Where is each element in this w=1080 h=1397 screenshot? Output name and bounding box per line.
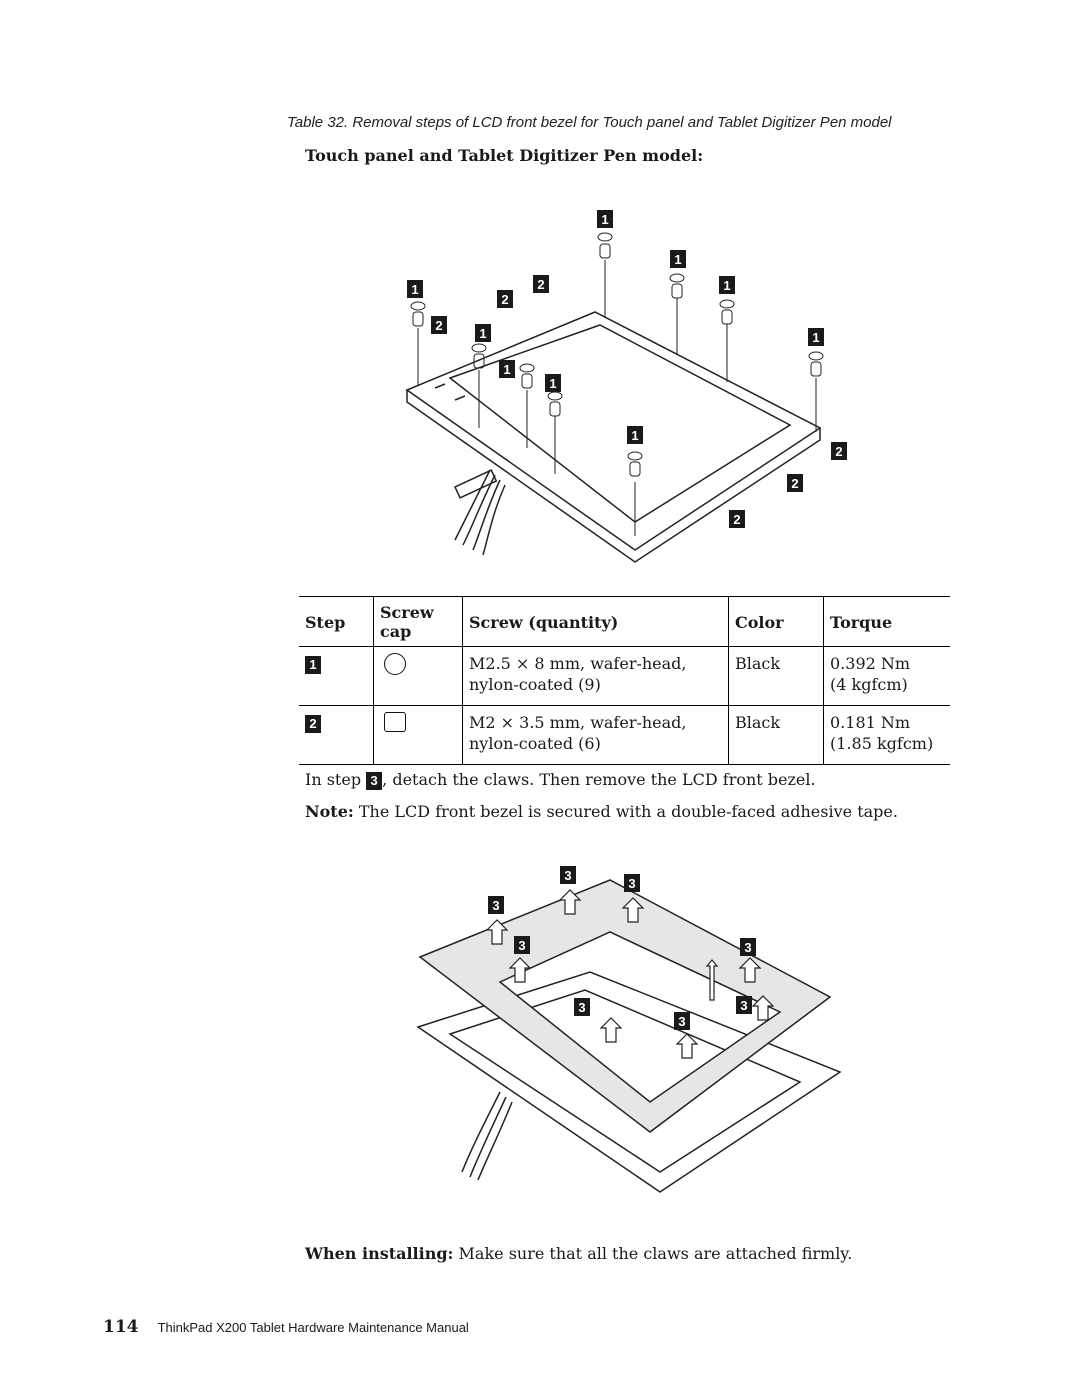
- step-2-callout: 2: [497, 290, 513, 308]
- svg-text:1: 1: [631, 428, 638, 443]
- svg-text:2: 2: [791, 476, 798, 491]
- note-label: Note:: [305, 802, 354, 821]
- lcd-base-outline: [416, 971, 842, 1193]
- svg-text:3: 3: [628, 876, 635, 891]
- svg-text:2: 2: [537, 277, 544, 292]
- page-footer: 114 ThinkPad X200 Tablet Hardware Mainte…: [103, 1317, 469, 1337]
- step-1-callout: 1: [719, 276, 735, 294]
- page-number: 114: [103, 1317, 139, 1337]
- col-screw-cap: Screw cap: [373, 596, 463, 647]
- manual-title: ThinkPad X200 Tablet Hardware Maintenanc…: [157, 1320, 469, 1335]
- square-icon: [384, 712, 406, 732]
- svg-text:1: 1: [812, 330, 819, 345]
- screw-spec: M2.5 × 8 mm, wafer-head,: [469, 654, 687, 673]
- step-2-callout: 2: [831, 442, 847, 460]
- step-2-callout: 2: [729, 510, 745, 528]
- svg-text:1: 1: [723, 278, 730, 293]
- cable: [454, 469, 506, 556]
- step-3-callout: 3: [736, 996, 752, 1014]
- screw-coating: nylon-coated (6): [469, 734, 601, 753]
- screw-spec-table: Step Screw cap Screw (quantity) Color To…: [299, 596, 950, 765]
- step-1-callout: 1: [627, 426, 643, 444]
- table-caption: Table 32. Removal steps of LCD front bez…: [287, 114, 892, 131]
- instruction-text: , detach the claws. Then remove the LCD …: [382, 770, 816, 789]
- step-badge: 1: [305, 655, 321, 674]
- installing-note: When installing: Make sure that all the …: [305, 1244, 852, 1263]
- svg-text:3: 3: [744, 940, 751, 955]
- step-1-callout: 1: [808, 328, 824, 346]
- screw-color: Black: [728, 705, 824, 765]
- step-3-callout: 3: [674, 1012, 690, 1030]
- torque-kgfcm: (4 kgfcm): [830, 675, 908, 694]
- svg-text:2: 2: [733, 512, 740, 527]
- svg-text:1: 1: [503, 362, 510, 377]
- figure-screw-removal: 1 1 1 2 2 1 1 2 1 1 1 1 2 2 2: [405, 210, 847, 563]
- torque-nm: 0.392 Nm: [830, 654, 911, 673]
- svg-text:1: 1: [674, 252, 681, 267]
- cable: [461, 1091, 513, 1181]
- figure-bezel-removal: 3 3 3 3 3 3 3 3 3: [410, 862, 842, 1193]
- svg-text:3: 3: [564, 868, 571, 883]
- screw-spec: M2 × 3.5 mm, wafer-head,: [469, 713, 687, 732]
- step-badge: 2: [305, 714, 321, 733]
- svg-text:1: 1: [601, 212, 608, 227]
- col-torque: Torque: [823, 596, 950, 647]
- step-instruction: In step 3, detach the claws. Then remove…: [305, 770, 816, 790]
- svg-text:3: 3: [518, 938, 525, 953]
- circle-icon: [384, 653, 406, 675]
- installing-label: When installing:: [305, 1244, 454, 1263]
- step-1-callout: 1: [499, 360, 515, 378]
- step-1-callout: 1: [670, 250, 686, 268]
- svg-text:3: 3: [578, 1000, 585, 1015]
- step-2-callout: 2: [533, 275, 549, 293]
- step-3-callout: 3: [488, 896, 504, 914]
- svg-text:1: 1: [411, 282, 418, 297]
- svg-text:3: 3: [410, 862, 411, 863]
- svg-text:1: 1: [549, 376, 556, 391]
- svg-text:1: 1: [479, 326, 486, 341]
- instruction-prefix: In step: [305, 770, 362, 789]
- step-3-callout: 3: [740, 938, 756, 956]
- note: Note: The LCD front bezel is secured wit…: [305, 802, 898, 821]
- col-color: Color: [728, 596, 824, 647]
- step-2-callout: 2: [787, 474, 803, 492]
- installing-text: Make sure that all the claws are attache…: [458, 1244, 853, 1263]
- table-row: 2 M2 × 3.5 mm, wafer-head, nylon-coated (…: [299, 705, 950, 765]
- step-1-callout: 1: [475, 324, 491, 342]
- svg-text:2: 2: [835, 444, 842, 459]
- step-1-callout: 1: [407, 280, 423, 298]
- svg-text:3: 3: [492, 898, 499, 913]
- lcd-panel-outline: [405, 311, 822, 551]
- table-row: 1 M2.5 × 8 mm, wafer-head, nylon-coated (…: [299, 646, 950, 706]
- torque-kgfcm: (1.85 kgfcm): [830, 734, 934, 753]
- svg-text:3: 3: [740, 998, 747, 1013]
- step-badge: 3: [366, 771, 383, 790]
- step-3-callout: 3: [410, 862, 411, 863]
- step-1-callout: 1: [597, 210, 613, 228]
- screw-coating: nylon-coated (9): [469, 675, 601, 694]
- col-screw-quantity: Screw (quantity): [462, 596, 729, 647]
- step-2-callout: 2: [431, 316, 447, 334]
- step-1-callout: 1: [545, 374, 561, 392]
- col-step: Step: [299, 596, 374, 647]
- step-3-callout: 3: [560, 866, 576, 884]
- note-text: The LCD front bezel is secured with a do…: [358, 802, 898, 821]
- svg-text:2: 2: [435, 318, 442, 333]
- screw-color: Black: [728, 646, 824, 706]
- step-3-callout: 3: [574, 998, 590, 1016]
- step-3-callout: 3: [514, 936, 530, 954]
- step-3-callout: 3: [624, 874, 640, 892]
- svg-text:2: 2: [501, 292, 508, 307]
- svg-text:3: 3: [678, 1014, 685, 1029]
- section-subheading: Touch panel and Tablet Digitizer Pen mod…: [305, 146, 704, 165]
- torque-nm: 0.181 Nm: [830, 713, 911, 732]
- lcd-screen: [448, 324, 792, 523]
- table-header-row: Step Screw cap Screw (quantity) Color To…: [299, 596, 950, 647]
